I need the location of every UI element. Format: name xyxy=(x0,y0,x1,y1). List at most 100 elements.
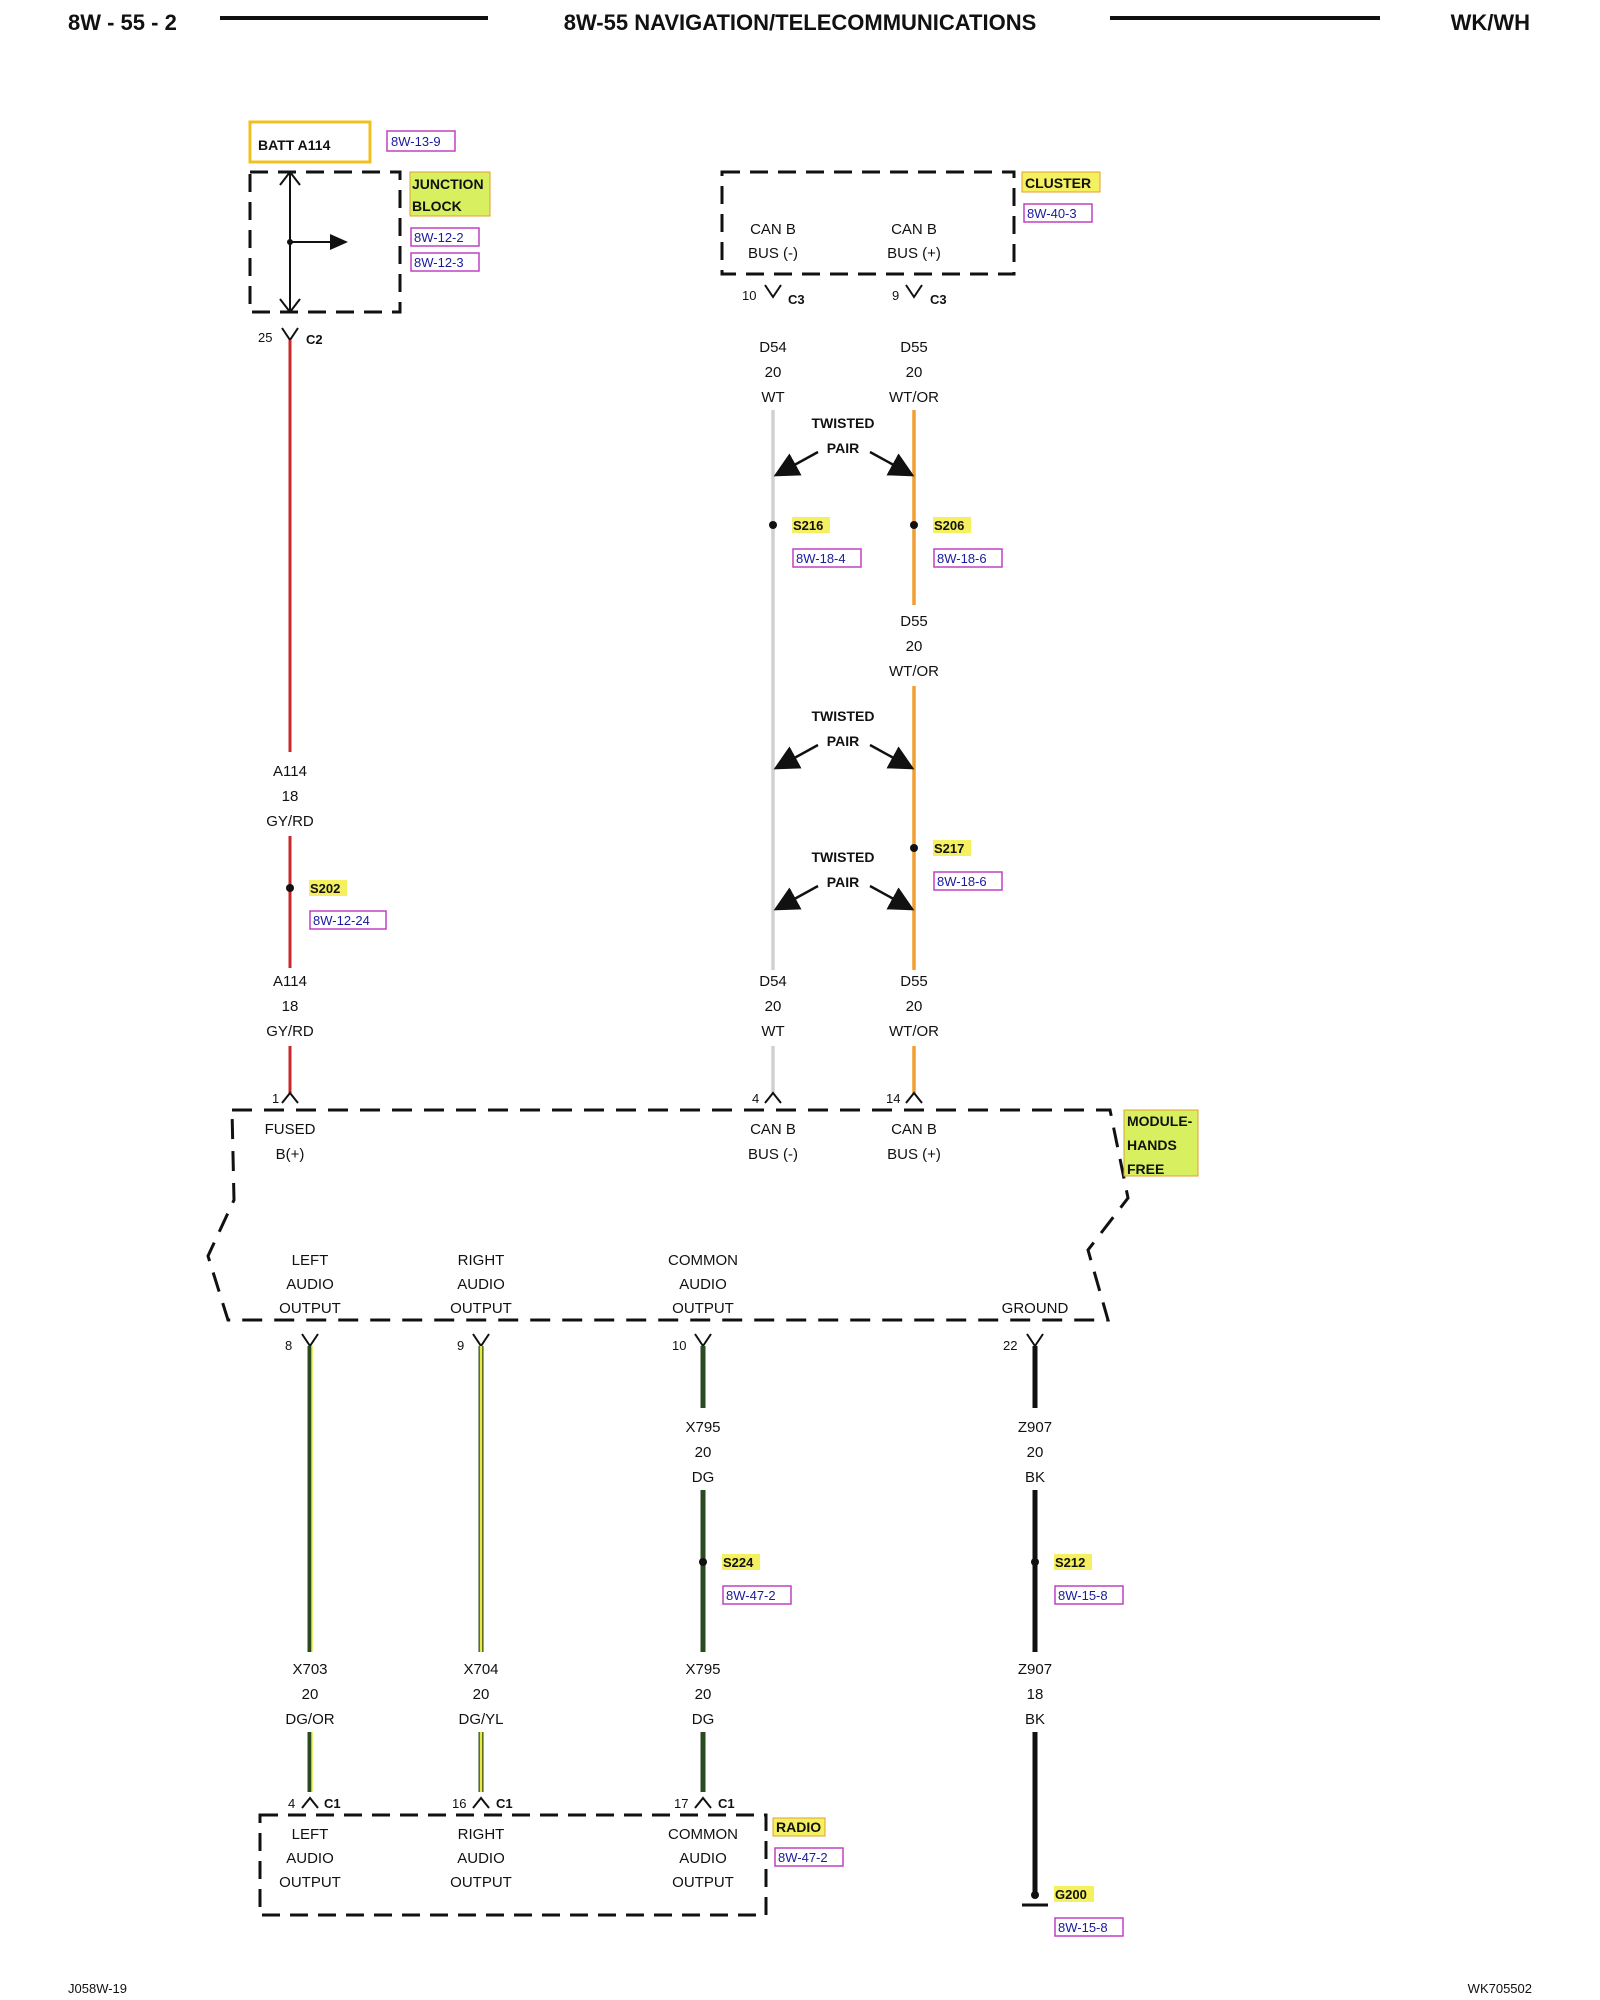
radio-common-line1: COMMON xyxy=(668,1826,738,1843)
mod-left-line1: LEFT xyxy=(292,1252,329,1269)
radio-common-line3: OUTPUT xyxy=(672,1874,734,1891)
twisted2-arrow-left-icon xyxy=(773,743,819,770)
s216-label: S216 xyxy=(793,518,823,533)
a114-bot-circuit: A114 xyxy=(273,973,307,990)
twisted3-arrow-left-icon xyxy=(773,884,819,911)
batt-ref[interactable]: 8W-13-9 xyxy=(391,134,441,149)
mod-common-line3: OUTPUT xyxy=(672,1300,734,1317)
twisted1-line2: PAIR xyxy=(827,440,859,456)
s224-ref[interactable]: 8W-47-2 xyxy=(726,1588,776,1603)
twisted1-arrow-left-icon xyxy=(773,450,819,477)
s224-splice xyxy=(699,1558,707,1566)
jb-ref1-box[interactable] xyxy=(410,227,480,247)
z907-top-gauge: 20 xyxy=(1027,1444,1044,1461)
batt-label: BATT A114 xyxy=(258,137,331,153)
g200-label: G200 xyxy=(1055,1887,1087,1902)
mod-left-line3: OUTPUT xyxy=(279,1300,341,1317)
radio-box xyxy=(258,1813,768,1917)
x703-gauge: 20 xyxy=(302,1686,319,1703)
cluster-label: CLUSTER xyxy=(1025,175,1091,191)
x795-top-color: DG xyxy=(692,1469,715,1486)
jb-ref2[interactable]: 8W-12-3 xyxy=(414,255,464,270)
radio-common-conn: C1 xyxy=(718,1796,735,1811)
page-title: 8W-55 NAVIGATION/TELECOMMUNICATIONS xyxy=(564,10,1037,35)
d54-bot-color: WT xyxy=(761,1023,784,1040)
radio-ref[interactable]: 8W-47-2 xyxy=(778,1850,828,1865)
twisted3-line1: TWISTED xyxy=(812,849,875,865)
mod-canm-connector-icon xyxy=(764,1091,782,1104)
cluster-box xyxy=(720,170,1016,276)
z907-bot-color: BK xyxy=(1025,1711,1045,1728)
s202-highlight xyxy=(309,880,347,896)
a114-top-circuit: A114 xyxy=(273,763,307,780)
z907-bot-circuit: Z907 xyxy=(1018,1661,1052,1678)
footer-left-code: J058W-19 xyxy=(68,1981,127,1996)
s202-ref[interactable]: 8W-12-24 xyxy=(313,913,370,928)
jb-pin-number: 25 xyxy=(258,330,272,345)
twisted1-arrow-right-icon xyxy=(869,450,915,477)
s217-ref[interactable]: 8W-18-6 xyxy=(937,874,987,889)
x704-gauge: 20 xyxy=(473,1686,490,1703)
radio-left-line3: OUTPUT xyxy=(279,1874,341,1891)
mod-ground-label: GROUND xyxy=(1002,1300,1069,1317)
radio-pin-left: 4 xyxy=(288,1796,295,1811)
mod-pin-canm: 4 xyxy=(752,1091,759,1106)
s224-highlight xyxy=(722,1554,760,1570)
s216-ref[interactable]: 8W-18-4 xyxy=(796,551,846,566)
d54-top-color: WT xyxy=(761,389,784,406)
s217-splice xyxy=(910,844,918,852)
mod-left-connector-icon xyxy=(301,1333,319,1348)
module-label-line3: FREE xyxy=(1127,1161,1164,1177)
twisted1-line1: TWISTED xyxy=(812,415,875,431)
mod-canp-line1: CAN B xyxy=(891,1121,937,1138)
s202-ref-box[interactable] xyxy=(309,910,387,930)
x795-top-gauge: 20 xyxy=(695,1444,712,1461)
d55-bot-circuit: D55 xyxy=(900,973,928,990)
cluster-label-highlight xyxy=(1021,171,1101,193)
g200-ref[interactable]: 8W-15-8 xyxy=(1058,1920,1108,1935)
s206-splice xyxy=(910,521,918,529)
g200-node xyxy=(1031,1891,1039,1899)
mod-right-line1: RIGHT xyxy=(458,1252,505,1269)
cluster-ref[interactable]: 8W-40-3 xyxy=(1027,206,1077,221)
s217-label: S217 xyxy=(934,841,964,856)
s216-ref-box[interactable] xyxy=(792,548,862,568)
d54-top-gauge: 20 xyxy=(765,364,782,381)
s217-highlight xyxy=(933,840,971,856)
cluster-ref-box[interactable] xyxy=(1023,203,1093,223)
module-label-line1: MODULE- xyxy=(1127,1113,1193,1129)
cluster-canm-line1: CAN B xyxy=(750,221,796,238)
s217-ref-box[interactable] xyxy=(933,871,1003,891)
s212-ref[interactable]: 8W-15-8 xyxy=(1058,1588,1108,1603)
mod-ground-connector-icon xyxy=(1026,1333,1044,1348)
batt-ref-box[interactable] xyxy=(386,130,456,152)
z907-bot-gauge: 18 xyxy=(1027,1686,1044,1703)
x795-bot-color: DG xyxy=(692,1711,715,1728)
s212-ref-box[interactable] xyxy=(1054,1585,1124,1605)
a114-bot-color: GY/RD xyxy=(266,1023,314,1040)
jb-label-line2: BLOCK xyxy=(412,198,462,214)
g200-ref-box[interactable] xyxy=(1054,1917,1124,1937)
twisted2-arrow-right-icon xyxy=(869,743,915,770)
s224-ref-box[interactable] xyxy=(722,1585,792,1605)
jb-ref1[interactable]: 8W-12-2 xyxy=(414,230,464,245)
jb-label-line1: JUNCTION xyxy=(412,176,484,192)
cl-plus-connector-icon xyxy=(905,284,923,299)
x795-bot-gauge: 20 xyxy=(695,1686,712,1703)
batt-box xyxy=(248,120,372,164)
mod-canp-line2: BUS (+) xyxy=(887,1146,941,1163)
module-label-highlight xyxy=(1123,1109,1199,1177)
jb-ref2-box[interactable] xyxy=(410,252,480,272)
s206-ref[interactable]: 8W-18-6 xyxy=(937,551,987,566)
mod-common-connector-icon xyxy=(694,1333,712,1348)
mod-fused-connector-icon xyxy=(281,1091,299,1104)
s206-ref-box[interactable] xyxy=(933,548,1003,568)
radio-label: RADIO xyxy=(776,1819,821,1835)
radio-ref-box[interactable] xyxy=(774,1847,844,1867)
radio-right-conn: C1 xyxy=(496,1796,513,1811)
cluster-canm-line2: BUS (-) xyxy=(748,245,798,262)
mod-canp-connector-icon xyxy=(905,1091,923,1104)
g200-highlight xyxy=(1054,1886,1094,1902)
a114-top-gauge: 18 xyxy=(282,788,299,805)
